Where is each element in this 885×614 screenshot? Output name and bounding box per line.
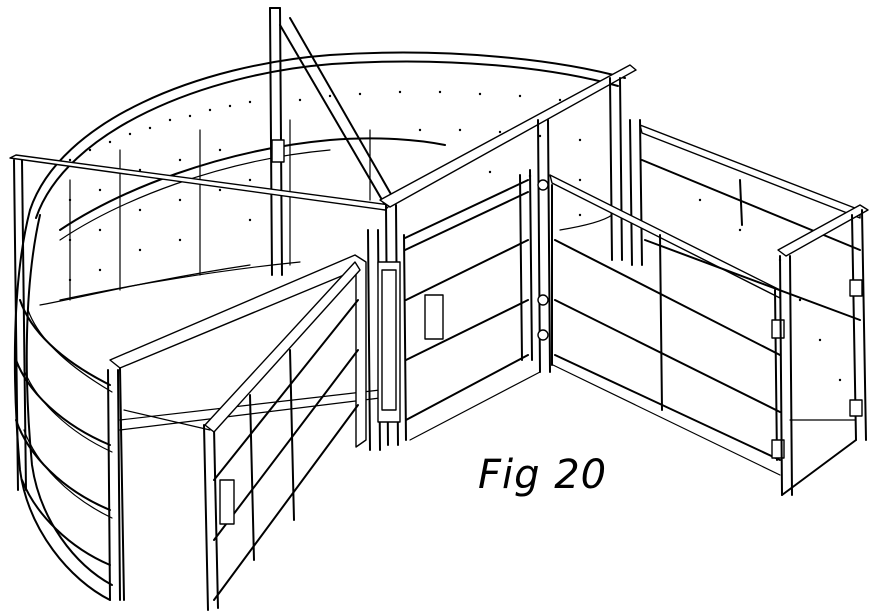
figure-label: Fig 20 bbox=[478, 452, 608, 498]
gate-post-cluster bbox=[367, 204, 407, 451]
sliding-gate bbox=[404, 169, 533, 421]
inner-sheeted-wall bbox=[59, 119, 446, 301]
middle-posts bbox=[537, 77, 643, 373]
rear-race-panel bbox=[639, 124, 861, 382]
open-swing-gate bbox=[109, 254, 367, 611]
end-gate-frame bbox=[777, 204, 869, 496]
front-right-gate bbox=[549, 174, 785, 461]
ground-lines bbox=[409, 364, 781, 476]
overhead-beam bbox=[9, 64, 637, 211]
circular-tub-outer-wall bbox=[13, 51, 626, 601]
center-post-and-brace bbox=[269, 7, 393, 276]
